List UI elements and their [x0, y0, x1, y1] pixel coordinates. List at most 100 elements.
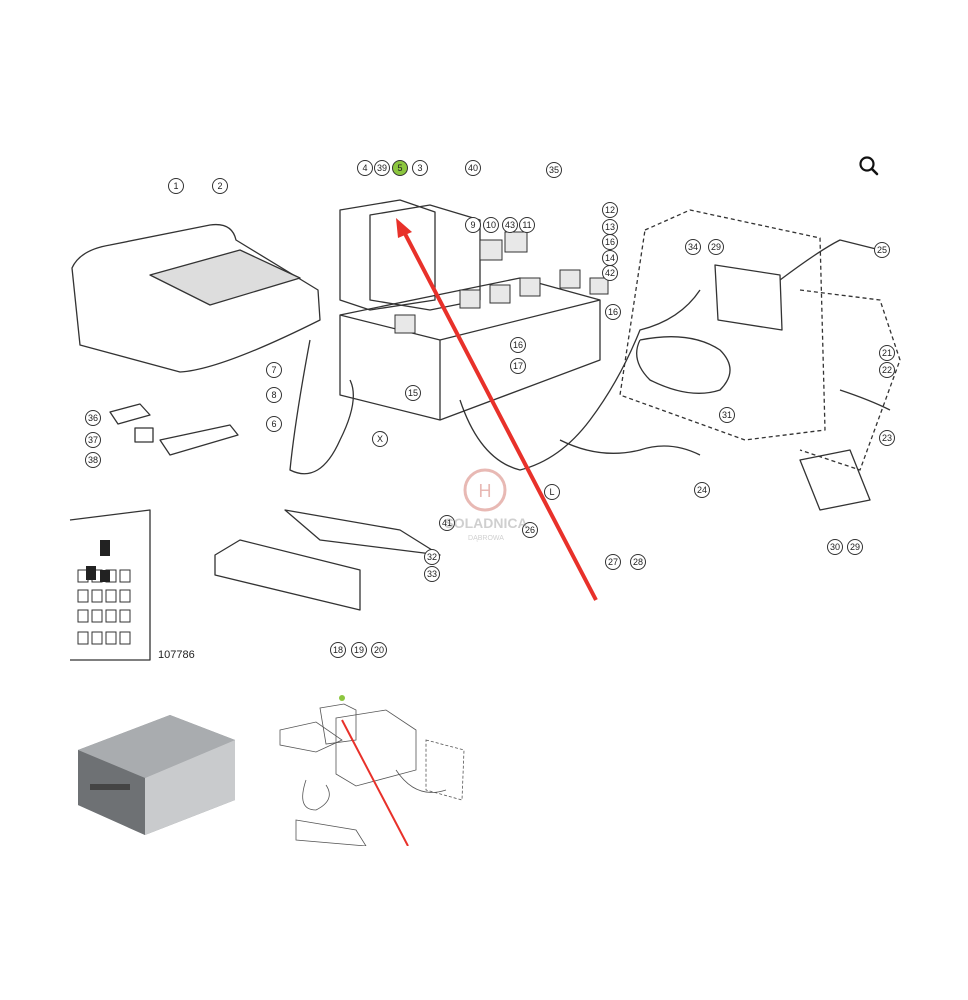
callout-label: 8 [271, 390, 276, 400]
svg-text:H: H [479, 481, 492, 501]
callout-22: 22 [879, 362, 895, 378]
callout-12: 12 [602, 202, 618, 218]
callout-19: 19 [351, 642, 367, 658]
callout-label: 16 [608, 307, 618, 317]
callout-31: 31 [719, 407, 735, 423]
callout-40: 40 [465, 160, 481, 176]
callout-36: 36 [85, 410, 101, 426]
thumbnail-product-photo[interactable] [70, 700, 240, 840]
pointer-arrow-head [396, 218, 412, 238]
callout-label: 18 [333, 645, 343, 655]
callout-30: 30 [827, 539, 843, 555]
callout-label: 29 [711, 242, 721, 252]
callout-2: 2 [212, 178, 228, 194]
callout-label: 29 [850, 542, 860, 552]
callout-39: 39 [374, 160, 390, 176]
callout-label: 41 [442, 518, 452, 528]
callout-29: 29 [708, 239, 724, 255]
callout-label: 5 [397, 163, 402, 173]
callout-label: 38 [88, 455, 98, 465]
callout-label: 24 [697, 485, 707, 495]
magnifier-icon [859, 156, 879, 176]
callout-label: 20 [374, 645, 384, 655]
callout-32: 32 [424, 549, 440, 565]
callout-label: 22 [882, 365, 892, 375]
callout-label: 16 [605, 237, 615, 247]
callout-label: 30 [830, 542, 840, 552]
callout-42: 42 [602, 265, 618, 281]
callout-16: 16 [602, 234, 618, 250]
callout-13: 13 [602, 219, 618, 235]
watermark-name: SOLADNICA [444, 515, 527, 531]
callout-label: 32 [427, 552, 437, 562]
thumbnail-diagram[interactable] [276, 690, 472, 846]
callout-7: 7 [266, 362, 282, 378]
watermark-subtitle: DĄBROWA [468, 535, 504, 542]
callout-label: 37 [88, 435, 98, 445]
callout-label: 42 [605, 268, 615, 278]
callout-34: 34 [685, 239, 701, 255]
callout-label: 28 [633, 557, 643, 567]
callout-24: 24 [694, 482, 710, 498]
callout-label: 11 [522, 220, 531, 230]
callout-15: 15 [405, 385, 421, 401]
callout-L: L [544, 484, 560, 500]
callout-label: 23 [882, 433, 892, 443]
callout-label: L [549, 487, 554, 497]
callout-16: 16 [605, 304, 621, 320]
callout-25: 25 [874, 242, 890, 258]
callout-1: 1 [168, 178, 184, 194]
callout-35: 35 [546, 162, 562, 178]
callout-27: 27 [605, 554, 621, 570]
callout-X: X [372, 431, 388, 447]
callout-label: 40 [468, 163, 478, 173]
callout-label: 16 [513, 340, 523, 350]
callout-33: 33 [424, 566, 440, 582]
callout-label: 6 [271, 419, 276, 429]
zoom-button[interactable] [852, 150, 886, 184]
callout-4: 4 [357, 160, 373, 176]
callout-43: 43 [502, 217, 518, 233]
callout-label: 15 [408, 388, 418, 398]
callout-label: 9 [470, 220, 475, 230]
callout-5: 5 [392, 160, 408, 176]
callout-label: 25 [877, 245, 887, 255]
callout-14: 14 [602, 250, 618, 266]
callout-11: 11 [519, 217, 535, 233]
pointer-arrow [400, 227, 598, 601]
callout-37: 37 [85, 432, 101, 448]
callout-label: 17 [513, 361, 523, 371]
callout-label: 12 [605, 205, 615, 215]
callout-label: 43 [505, 220, 515, 230]
callout-29: 29 [847, 539, 863, 555]
callout-label: 31 [722, 410, 732, 420]
callout-label: 14 [605, 253, 615, 263]
callout-26: 26 [522, 522, 538, 538]
callout-20: 20 [371, 642, 387, 658]
callout-label: 4 [362, 163, 367, 173]
callout-41: 41 [439, 515, 455, 531]
callout-6: 6 [266, 416, 282, 432]
callout-8: 8 [266, 387, 282, 403]
callout-label: 34 [688, 242, 698, 252]
callout-18: 18 [330, 642, 346, 658]
callout-label: 27 [608, 557, 618, 567]
callout-label: X [377, 434, 383, 444]
watermark: H SOLADNICA DĄBROWA [444, 468, 528, 542]
callout-label: 33 [427, 569, 437, 579]
callout-label: 13 [605, 222, 615, 232]
callout-label: 21 [882, 348, 892, 358]
callout-label: 10 [486, 220, 496, 230]
callout-17: 17 [510, 358, 526, 374]
callout-label: 1 [173, 181, 178, 191]
callout-38: 38 [85, 452, 101, 468]
callout-23: 23 [879, 430, 895, 446]
callout-16: 16 [510, 337, 526, 353]
callout-label: 19 [354, 645, 364, 655]
callout-9: 9 [465, 217, 481, 233]
callout-label: 35 [549, 165, 559, 175]
callout-label: 3 [417, 163, 422, 173]
callout-label: 26 [525, 525, 535, 535]
